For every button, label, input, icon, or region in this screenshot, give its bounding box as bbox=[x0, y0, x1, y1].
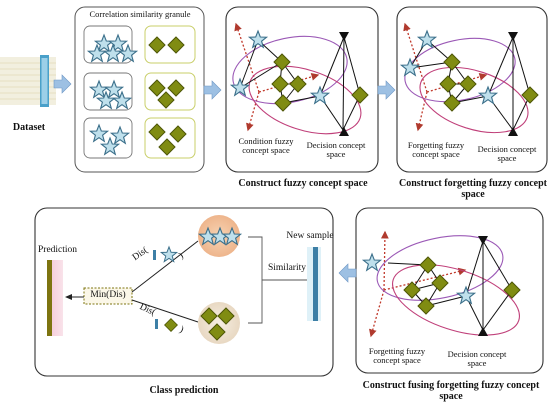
dataset-bar bbox=[0, 55, 56, 107]
min-dis-box bbox=[83, 287, 133, 305]
prediction-bar bbox=[47, 260, 63, 336]
forgetting-caption: Construct forgetting fuzzy concept space bbox=[398, 178, 548, 200]
fusing-forgetting-label: Forgetting fuzzy concept space bbox=[368, 346, 426, 365]
decision-label-2: Decision concept space bbox=[477, 144, 537, 163]
condition-fuzzy-label: Condition fuzzy concept space bbox=[238, 136, 294, 155]
decision-label-1: Decision concept space bbox=[306, 140, 366, 159]
new-sample-bar bbox=[307, 247, 321, 321]
prediction-caption: Class prediction bbox=[149, 385, 219, 396]
similarity-bracket bbox=[248, 236, 307, 324]
fusing-caption: Construct fusing forgetting fuzzy concep… bbox=[362, 380, 540, 402]
new-sample-label: New sample bbox=[286, 231, 334, 241]
granule-to-space-arrow bbox=[203, 80, 222, 100]
decision-label-3: Decision concept space bbox=[447, 349, 507, 368]
dataset-label: Dataset bbox=[12, 122, 46, 133]
fusing-to-prediction-arrow bbox=[338, 263, 357, 283]
forgetting-fuzzy-label: Forgetting fuzzy concept space bbox=[407, 140, 465, 159]
fuzzy-caption: Construct fuzzy concept space bbox=[238, 178, 368, 189]
similarity-label: Similarity bbox=[268, 263, 306, 273]
fusing-space-graph bbox=[362, 230, 521, 338]
prediction-panel bbox=[34, 207, 334, 377]
fuzzy-to-forgetting-arrow bbox=[377, 80, 396, 100]
forgetting-space-graph bbox=[400, 22, 539, 136]
min-dis-label: Min(Dis) bbox=[90, 290, 126, 300]
fuzzy-space-graph bbox=[230, 22, 369, 136]
prediction-label: Prediction bbox=[38, 245, 78, 255]
granule-title: Correlation similarity granule bbox=[89, 9, 191, 19]
dataset-arrow bbox=[53, 74, 72, 94]
